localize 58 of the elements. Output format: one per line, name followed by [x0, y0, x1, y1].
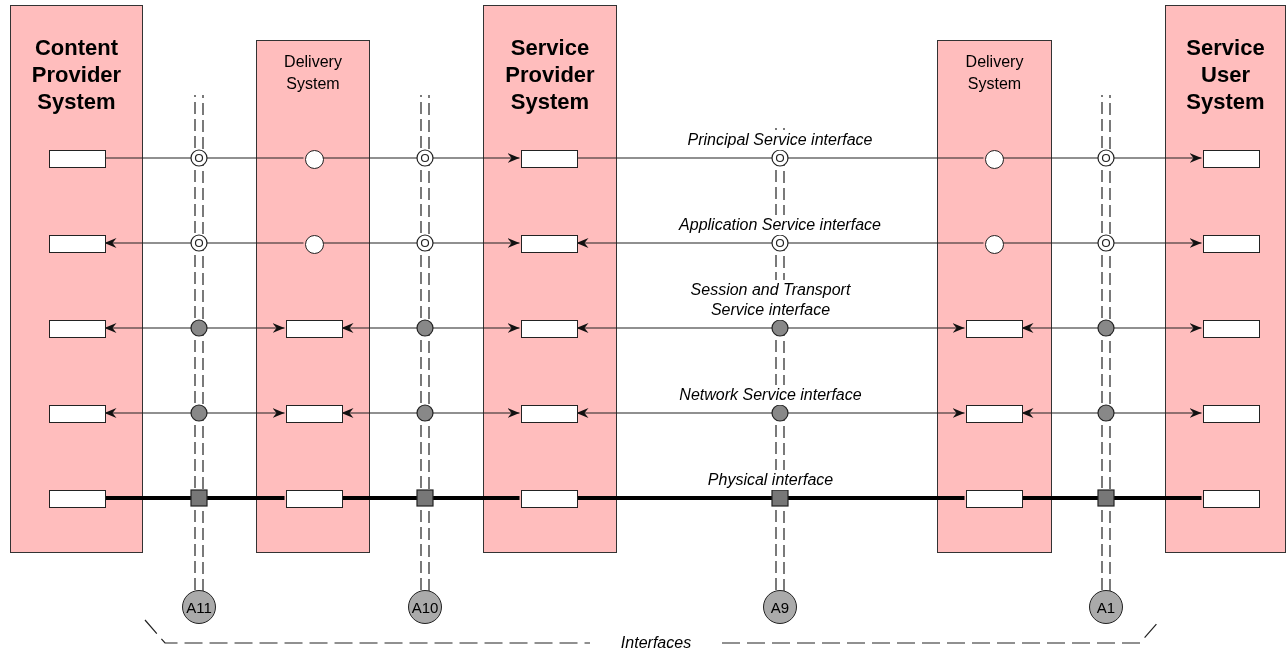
- connector-arrow: [575, 323, 966, 333]
- connector-arrow: [321, 153, 521, 163]
- column-title: Service User System: [1185, 34, 1266, 115]
- reference-line: [1101, 94, 1111, 592]
- connector-arrow: [103, 238, 305, 248]
- connector-arrow: [103, 323, 286, 333]
- system-column: [483, 5, 617, 553]
- reference-point-circle: A1: [1089, 590, 1123, 624]
- reference-line: [420, 94, 430, 592]
- port-box: [1202, 490, 1260, 508]
- port-box: [965, 405, 1023, 423]
- column-title: Delivery System: [283, 52, 343, 94]
- port-box: [1202, 320, 1260, 338]
- port-box: [285, 490, 343, 508]
- connector-arrow: [340, 408, 521, 418]
- relay-circle: [304, 149, 324, 169]
- port-box: [520, 490, 578, 508]
- connector-arrow: [1020, 323, 1203, 333]
- connector-arrow: [575, 238, 985, 248]
- connector-arrow: [103, 408, 286, 418]
- reference-point-circle: A11: [182, 590, 216, 624]
- port-box: [520, 320, 578, 338]
- column-title: Content Provider System: [30, 34, 123, 115]
- port-box: [285, 320, 343, 338]
- port-box: [48, 405, 106, 423]
- relay-circle: [304, 234, 324, 254]
- port-box: [965, 320, 1023, 338]
- port-box: [48, 150, 106, 168]
- system-column: [256, 40, 370, 553]
- port-box: [285, 405, 343, 423]
- connector-arrow: [1020, 408, 1203, 418]
- reference-point-circle: A10: [408, 590, 442, 624]
- connector-arrow: [1001, 153, 1203, 163]
- interface-label: Application Service interface: [676, 215, 884, 235]
- port-box: [520, 405, 578, 423]
- port-box: [1202, 150, 1260, 168]
- relay-circle: [984, 149, 1004, 169]
- system-column: [1165, 5, 1286, 553]
- system-column: [937, 40, 1052, 553]
- port-box: [48, 320, 106, 338]
- connector-arrow: [575, 408, 966, 418]
- port-box: [48, 235, 106, 253]
- column-title: Service Provider System: [504, 34, 596, 115]
- port-box: [965, 490, 1023, 508]
- relay-circle: [984, 234, 1004, 254]
- column-title: Delivery System: [964, 52, 1025, 94]
- port-box: [48, 490, 106, 508]
- port-box: [1202, 235, 1260, 253]
- connector-arrow: [321, 238, 521, 248]
- connector-arrow: [1001, 238, 1203, 248]
- port-box: [520, 235, 578, 253]
- port-box: [1202, 405, 1260, 423]
- reference-point-circle: A9: [763, 590, 797, 624]
- system-column: [10, 5, 143, 553]
- interface-label: Network Service interface: [676, 385, 865, 405]
- port-box: [520, 150, 578, 168]
- reference-line: [194, 94, 204, 592]
- connector-arrow: [340, 323, 521, 333]
